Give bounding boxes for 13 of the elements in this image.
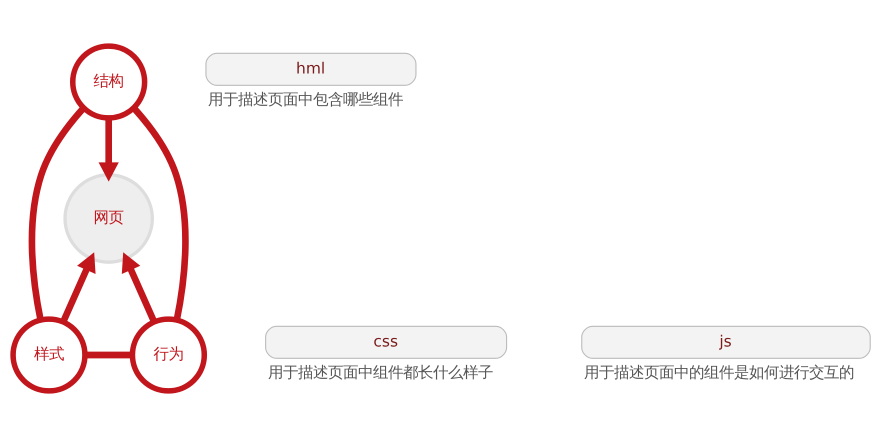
arrow [60, 252, 96, 322]
node-circle: 网页 [63, 172, 154, 264]
arrow [122, 252, 158, 322]
node-label: 用于描述页面中的组件是如何进行交互的 [584, 362, 854, 381]
node-label: 用于描述页面中组件都长什么样子 [268, 362, 493, 381]
node-circle: 行为 [130, 316, 208, 394]
connector [85, 351, 132, 358]
node-label: 用于描述页面中包含哪些组件 [208, 90, 404, 108]
connector [28, 105, 86, 320]
arrow [98, 118, 119, 182]
connector [131, 105, 189, 320]
node-circle: 结构 [70, 42, 148, 120]
node-circle: 样式 [10, 316, 88, 394]
